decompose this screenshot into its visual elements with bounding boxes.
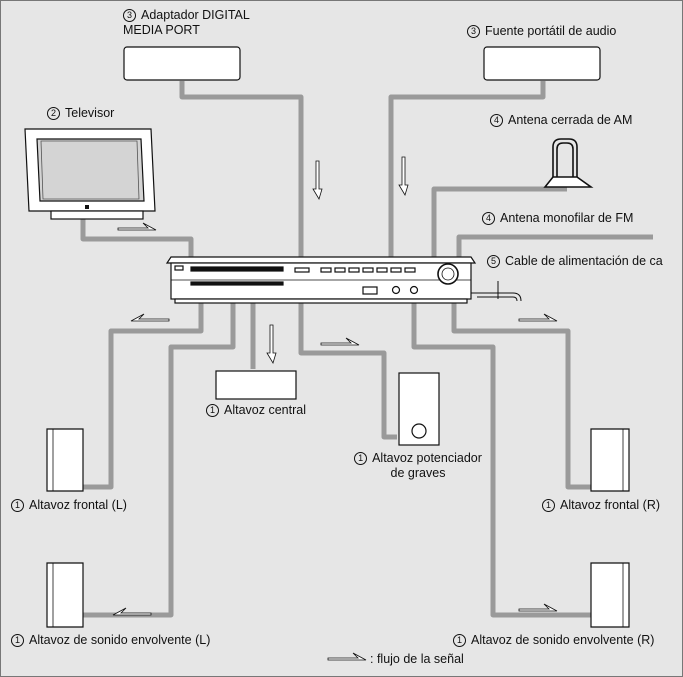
cable-portable-source: [388, 81, 546, 263]
digital-media-port-adapter: [123, 46, 241, 81]
cable-front-left: [83, 301, 204, 490]
cable-television: [80, 219, 194, 263]
cable-am-antenna: [431, 186, 567, 263]
front-right-speaker: [590, 428, 630, 492]
signal-arrow: [266, 324, 277, 364]
cable-surround-left: [83, 301, 236, 618]
signal-arrow: [312, 160, 323, 200]
subwoofer: [398, 372, 440, 446]
front-left-speaker: [46, 428, 84, 492]
signal-arrow: [518, 313, 558, 322]
surround-right-speaker: [590, 562, 630, 628]
legend-text: : flujo de la señal: [370, 652, 464, 666]
signal-arrow: [398, 156, 409, 196]
cables: [80, 81, 653, 618]
signal-arrows: [112, 156, 558, 661]
cable-subwoofer: [298, 301, 397, 440]
television: [24, 128, 156, 220]
center-speaker: [215, 370, 297, 400]
surround-left-speaker: [46, 562, 84, 628]
signal-arrow: [112, 607, 152, 616]
am-loop-antenna: [543, 138, 594, 188]
power-cable: [471, 281, 522, 302]
signal-arrow: [320, 337, 360, 346]
av-receiver: [165, 256, 477, 304]
signal-arrow: [518, 603, 558, 612]
cable-surround-right: [411, 301, 591, 618]
legend-arrow: [327, 652, 367, 661]
cable-fm-antenna: [456, 234, 653, 263]
signal-arrow: [130, 313, 170, 322]
signal-arrow: [117, 222, 157, 231]
cable-front-right: [451, 301, 591, 490]
portable-audio-source: [483, 46, 601, 81]
cable-digital-media-port: [179, 81, 304, 263]
